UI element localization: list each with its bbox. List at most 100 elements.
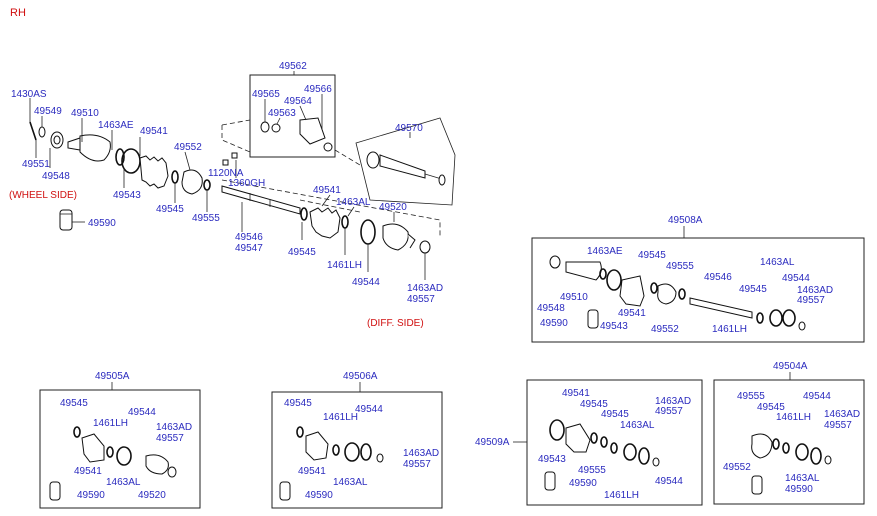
label-49544: 49544 xyxy=(803,391,831,402)
label-49544: 49544 xyxy=(655,476,683,487)
label-49545: 49545 xyxy=(580,399,608,410)
damper-part xyxy=(260,117,333,152)
inner-ring-part xyxy=(341,215,349,229)
label-49564: 49564 xyxy=(284,96,312,107)
label-49557: 49557 xyxy=(797,295,825,306)
label-1463AD: 1463AD xyxy=(403,448,439,459)
sub-assembly-title: 49506A xyxy=(343,371,378,382)
label-1461LH: 1461LH xyxy=(323,412,358,423)
sub-assembly-title: 49505A xyxy=(95,371,130,382)
clamp-part xyxy=(115,148,125,166)
label-49548: 49548 xyxy=(42,171,70,182)
shaft-group-box xyxy=(355,117,456,206)
label-49546: 49546 xyxy=(704,272,732,283)
sub-assembly-49509A: 49509A 49541 49545 49545 1463AD 49557 14… xyxy=(475,379,703,506)
label-49510: 49510 xyxy=(71,108,99,119)
label-49541: 49541 xyxy=(140,126,168,137)
label-49543: 49543 xyxy=(538,454,566,465)
label-49520: 49520 xyxy=(379,202,407,213)
inner-boot-ring xyxy=(360,219,376,245)
damper-group-box xyxy=(249,74,336,158)
boot-part xyxy=(139,155,169,189)
dust-cover-part xyxy=(59,209,73,231)
label-49544: 49544 xyxy=(355,404,383,415)
label-49565: 49565 xyxy=(252,89,280,100)
label-49545: 49545 xyxy=(757,402,785,413)
label-1461LH: 1461LH xyxy=(93,418,128,429)
label-49562: 49562 xyxy=(279,61,307,72)
label-49548: 49548 xyxy=(537,303,565,314)
label-49545b: 49545 xyxy=(601,409,629,420)
label-49552: 49552 xyxy=(174,142,202,153)
sub-assembly-49504A: 49504A 49555 49544 49545 1461LH 1463AD 4… xyxy=(713,361,865,505)
label-49541: 49541 xyxy=(562,388,590,399)
inner-joint-part xyxy=(382,223,416,251)
label-49546: 49546 xyxy=(235,232,263,243)
label-49545: 49545 xyxy=(156,204,184,215)
label-49541: 49541 xyxy=(74,466,102,477)
label-49544: 49544 xyxy=(128,407,156,418)
label-49590: 49590 xyxy=(77,490,105,501)
label-49541-inner: 49541 xyxy=(313,185,341,196)
label-49552: 49552 xyxy=(651,324,679,335)
ring-part xyxy=(203,179,211,191)
label-1463AL: 1463AL xyxy=(106,477,141,488)
nut-part xyxy=(222,152,238,166)
label-1463AL: 1463AL xyxy=(336,197,371,208)
seal-part xyxy=(419,240,431,254)
outer-joint-part xyxy=(67,134,111,162)
label-1463AE: 1463AE xyxy=(587,246,623,257)
label-49557: 49557 xyxy=(407,294,435,305)
label-49544: 49544 xyxy=(782,273,810,284)
label-49541: 49541 xyxy=(298,466,326,477)
label-49510: 49510 xyxy=(560,292,588,303)
label-1463AD: 1463AD xyxy=(407,283,443,294)
label-49520: 49520 xyxy=(138,490,166,501)
inner-shaft-part xyxy=(366,151,446,186)
sub-assembly-title: 49509A xyxy=(475,437,510,448)
label-1463AD: 1463AD xyxy=(824,409,860,420)
drive-shaft-part xyxy=(221,185,301,215)
label-49545b: 49545 xyxy=(739,284,767,295)
label-1461LH: 1461LH xyxy=(776,412,811,423)
label-1360GH: 1360GH xyxy=(228,178,265,189)
label-49557: 49557 xyxy=(403,459,431,470)
label-49590: 49590 xyxy=(785,484,813,495)
label-1463AE: 1463AE xyxy=(98,120,134,131)
label-49545-inner: 49545 xyxy=(288,247,316,258)
label-1463AL: 1463AL xyxy=(620,420,655,431)
label-49541: 49541 xyxy=(618,308,646,319)
label-49552: 49552 xyxy=(723,462,751,473)
washer-part xyxy=(50,131,64,149)
label-49563: 49563 xyxy=(268,108,296,119)
label-49590: 49590 xyxy=(88,218,116,229)
label-1430AS: 1430AS xyxy=(11,89,47,100)
small-clamp-part xyxy=(171,170,179,184)
label-49545: 49545 xyxy=(60,398,88,409)
label-49543: 49543 xyxy=(600,321,628,332)
label-49566: 49566 xyxy=(304,84,332,95)
label-1463AL: 1463AL xyxy=(785,473,820,484)
sub-assembly-title: 49508A xyxy=(668,215,703,226)
label-1463AL: 1463AL xyxy=(760,257,795,268)
label-49590: 49590 xyxy=(540,318,568,329)
leader-lines xyxy=(29,71,426,280)
diff-side-note: (DIFF. SIDE) xyxy=(367,318,424,329)
label-49570: 49570 xyxy=(395,123,423,134)
label-49544: 49544 xyxy=(352,277,380,288)
label-49545: 49545 xyxy=(284,398,312,409)
label-49551: 49551 xyxy=(22,159,50,170)
snap-ring-part xyxy=(29,121,37,141)
label-49590: 49590 xyxy=(305,490,333,501)
label-49555: 49555 xyxy=(578,465,606,476)
label-49557: 49557 xyxy=(824,420,852,431)
label-49555: 49555 xyxy=(192,213,220,224)
label-49555: 49555 xyxy=(737,391,765,402)
label-1463AD: 1463AD xyxy=(655,396,691,407)
main-assembly: 1430AS 49549 49510 1463AE 49541 49552 49… xyxy=(9,61,456,329)
label-49545: 49545 xyxy=(638,250,666,261)
label-49543: 49543 xyxy=(113,190,141,201)
inner-small-clamp xyxy=(300,207,308,221)
label-49590: 49590 xyxy=(569,478,597,489)
